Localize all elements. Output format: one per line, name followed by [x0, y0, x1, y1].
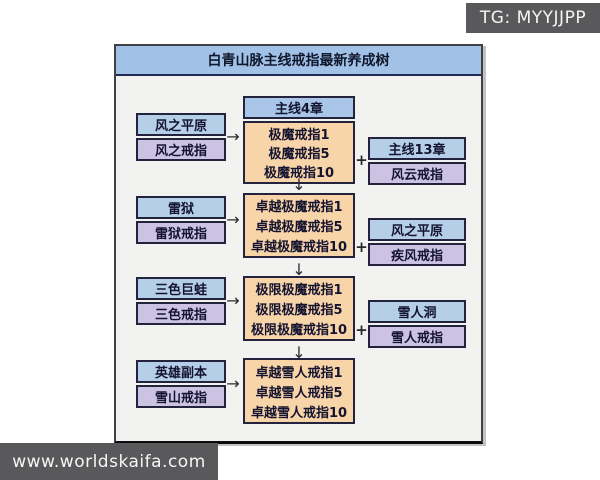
- plus-icon: +: [355, 151, 368, 169]
- source-ring-label: 雷狱戒指: [136, 221, 226, 244]
- plus-icon: +: [355, 321, 368, 339]
- extra-box-row3: 雪人洞 雪人戒指: [368, 300, 466, 348]
- site-watermark-text: www.worldskaifa.com: [12, 451, 206, 472]
- source-box-row4: 英雄副本 雪山戒指: [136, 360, 226, 408]
- page-title: 白青山脉主线戒指最新养成树: [116, 46, 481, 76]
- source-zone-label: 雷狱: [136, 196, 226, 219]
- diagram-panel: 白青山脉主线戒指最新养成树 风之平原 风之戒指 → 主线4章 极魔戒指1 极魔戒…: [114, 44, 483, 444]
- result-item: 极限极魔戒指10: [250, 322, 348, 338]
- result-box-row2: 卓越极魔戒指1 卓越极魔戒指5 卓越极魔戒指10: [243, 193, 355, 258]
- result-item: 卓越雪人戒指5: [255, 385, 343, 401]
- extra-box-row2: 风之平原 疾风戒指: [368, 218, 466, 266]
- extra-zone-label: 雪人洞: [368, 300, 466, 323]
- right-arrow-icon: →: [226, 374, 240, 393]
- right-arrow-icon: →: [226, 291, 240, 310]
- result-item: 卓越雪人戒指10: [250, 405, 348, 421]
- result-box-row4: 卓越雪人戒指1 卓越雪人戒指5 卓越雪人戒指10: [243, 358, 355, 424]
- result-item: 卓越极魔戒指10: [250, 239, 348, 255]
- result-items: 卓越极魔戒指1 卓越极魔戒指5 卓越极魔戒指10: [243, 193, 355, 258]
- plus-icon: +: [355, 238, 368, 256]
- down-arrow-icon: ↓: [292, 260, 306, 279]
- extra-zone-label: 风之平原: [368, 218, 466, 241]
- source-zone-label: 风之平原: [136, 113, 226, 136]
- result-item: 卓越极魔戒指1: [255, 200, 343, 216]
- result-header-label: 主线4章: [243, 96, 355, 119]
- extra-ring-label: 雪人戒指: [368, 325, 466, 348]
- result-item: 卓越雪人戒指1: [255, 365, 343, 381]
- down-arrow-icon: ↓: [292, 175, 306, 194]
- result-box-row3: 极限极魔戒指1 极限极魔戒指5 极限极魔戒指10: [243, 276, 355, 341]
- result-item: 卓越极魔戒指5: [255, 220, 343, 235]
- result-item: 极魔戒指1: [268, 128, 330, 143]
- down-arrow-icon: ↓: [292, 343, 306, 362]
- source-box-row1: 风之平原 风之戒指: [136, 113, 226, 161]
- telegram-watermark-text: TG: MYYJJPP: [479, 8, 587, 28]
- result-item: 极限极魔戒指5: [255, 303, 343, 318]
- source-ring-label: 三色戒指: [136, 302, 226, 325]
- source-zone-label: 三色巨蛙: [136, 277, 226, 300]
- source-ring-label: 风之戒指: [136, 138, 226, 161]
- right-arrow-icon: →: [226, 127, 240, 146]
- extra-ring-label: 疾风戒指: [368, 243, 466, 266]
- result-item: 极魔戒指5: [268, 147, 330, 162]
- extra-ring-label: 风云戒指: [368, 162, 466, 185]
- result-item: 极魔戒指10: [263, 166, 335, 181]
- result-item: 极限极魔戒指1: [255, 283, 343, 299]
- telegram-watermark-badge: TG: MYYJJPP: [466, 3, 600, 33]
- result-items: 极魔戒指1 极魔戒指5 极魔戒指10: [243, 121, 355, 184]
- source-zone-label: 英雄副本: [136, 360, 226, 383]
- result-box-row1: 主线4章 极魔戒指1 极魔戒指5 极魔戒指10: [243, 96, 355, 184]
- extra-box-row1: 主线13章 风云戒指: [368, 137, 466, 185]
- result-items: 极限极魔戒指1 极限极魔戒指5 极限极魔戒指10: [243, 276, 355, 341]
- site-watermark-badge: www.worldskaifa.com: [0, 443, 218, 480]
- right-arrow-icon: →: [226, 210, 240, 229]
- source-box-row2: 雷狱 雷狱戒指: [136, 196, 226, 244]
- extra-zone-label: 主线13章: [368, 137, 466, 160]
- source-ring-label: 雪山戒指: [136, 385, 226, 408]
- source-box-row3: 三色巨蛙 三色戒指: [136, 277, 226, 325]
- upgrade-tree-diagram: 风之平原 风之戒指 → 主线4章 极魔戒指1 极魔戒指5 极魔戒指10 + 主线…: [116, 76, 481, 439]
- result-items: 卓越雪人戒指1 卓越雪人戒指5 卓越雪人戒指10: [243, 358, 355, 424]
